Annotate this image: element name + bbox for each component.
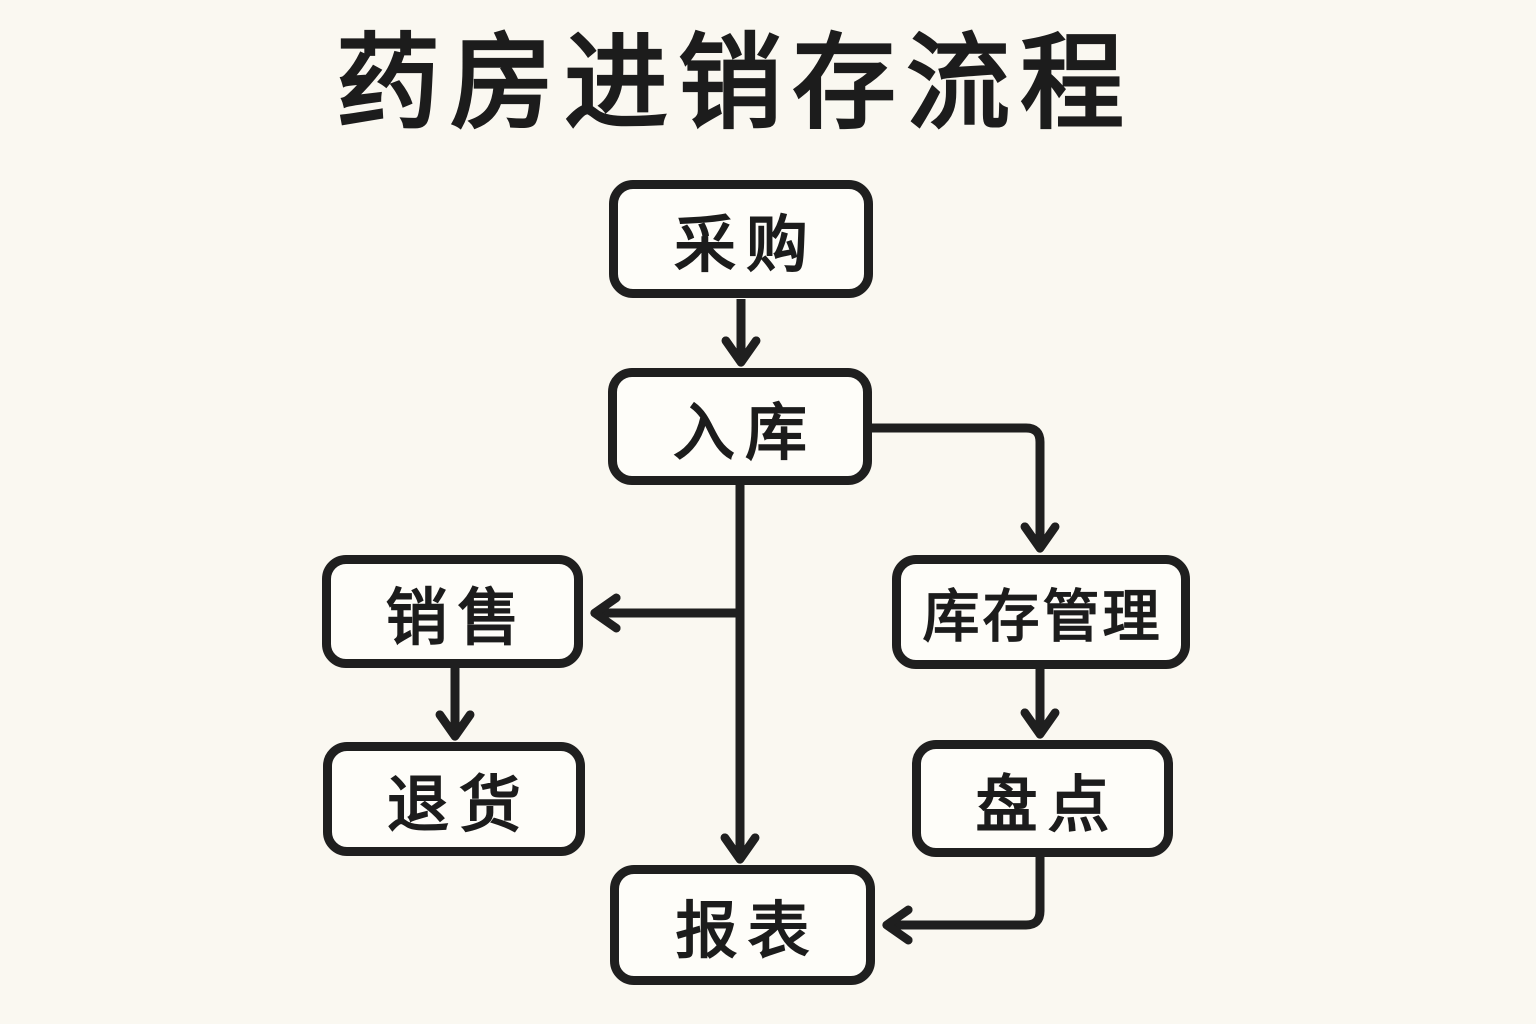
node-purchase: 采购 [609,180,873,298]
node-purchase-label: 采购 [673,208,818,281]
edge-ruku-kucun [872,423,1060,553]
node-sales: 销售 [322,555,583,668]
node-stock-in-label: 入库 [672,395,817,469]
node-returns: 退货 [323,742,585,856]
node-inventory-management-label: 库存管理 [922,584,1163,650]
diagram-title: 药房进销存流程 [335,22,1134,144]
node-returns-label: 退货 [386,768,531,841]
edge-pandian-baobiao [882,857,1045,945]
node-stocktaking-label: 盘点 [975,767,1120,841]
node-stock-in: 入库 [608,368,872,485]
node-reports: 报表 [610,865,875,985]
node-inventory-management: 库存管理 [892,555,1190,669]
node-reports-label: 报表 [675,894,820,967]
node-sales-label: 销售 [385,580,530,654]
node-stocktaking: 盘点 [912,740,1173,857]
